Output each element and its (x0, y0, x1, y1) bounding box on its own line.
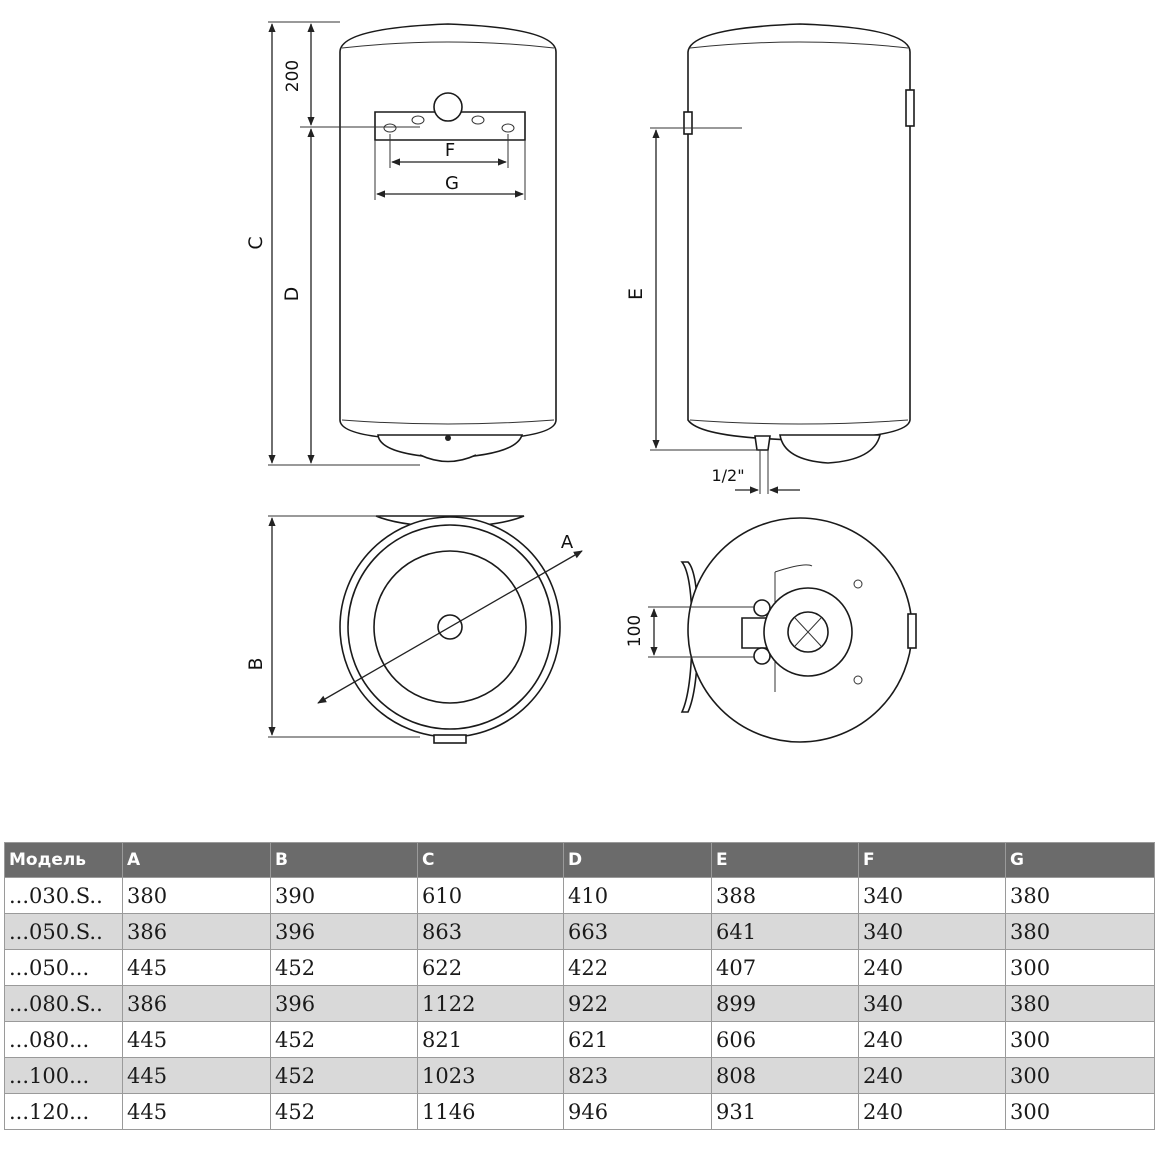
cell-f: 340 (858, 877, 1006, 914)
cell-f: 240 (858, 1021, 1006, 1058)
cell-g: 300 (1005, 1057, 1155, 1094)
cell-e: 899 (711, 985, 859, 1022)
cell-b: 452 (270, 1093, 418, 1130)
cell-model: ...080... (4, 1021, 123, 1058)
cell-f: 340 (858, 985, 1006, 1022)
cell-c: 863 (417, 913, 564, 950)
cell-b: 396 (270, 985, 418, 1022)
cell-d: 410 (563, 877, 712, 914)
label-c: C (245, 236, 267, 249)
cell-g: 300 (1005, 949, 1155, 986)
cell-c: 610 (417, 877, 564, 914)
cell-d: 621 (563, 1021, 712, 1058)
cell-a: 445 (122, 1093, 271, 1130)
label-200: 200 (283, 60, 303, 92)
top-view: A B (245, 515, 583, 744)
cell-a: 445 (122, 1057, 271, 1094)
label-d: D (281, 287, 303, 302)
cell-a: 386 (122, 913, 271, 950)
cell-e: 407 (711, 949, 859, 986)
cell-f: 240 (858, 949, 1006, 986)
cell-e: 388 (711, 877, 859, 914)
label-g: G (445, 173, 459, 194)
cell-c: 821 (417, 1021, 564, 1058)
cell-a: 386 (122, 985, 271, 1022)
cell-f: 240 (858, 1093, 1006, 1130)
header-b: B (270, 842, 418, 878)
side-view: E 1/2" (625, 23, 915, 494)
cell-g: 380 (1005, 913, 1155, 950)
cell-model: ...050.S.. (4, 913, 123, 950)
cell-a: 380 (122, 877, 271, 914)
header-model: Модель (4, 842, 123, 878)
label-e: E (625, 288, 647, 300)
cell-b: 396 (270, 913, 418, 950)
cell-d: 663 (563, 913, 712, 950)
label-a: A (561, 532, 574, 553)
dimensions-table: Модель A B C D E F G ...030.S.. 380 390 … (4, 842, 1155, 1130)
cell-a: 445 (122, 1021, 271, 1058)
cell-c: 1023 (417, 1057, 564, 1094)
cell-b: 390 (270, 877, 418, 914)
cell-f: 240 (858, 1057, 1006, 1094)
cell-model: ...100... (4, 1057, 123, 1094)
cell-d: 823 (563, 1057, 712, 1094)
cell-model: ...080.S.. (4, 985, 123, 1022)
cell-e: 606 (711, 1021, 859, 1058)
cell-g: 300 (1005, 1021, 1155, 1058)
table-row: ...080.S.. 386 396 1122 922 899 340 380 (4, 985, 1155, 1022)
header-a: A (122, 842, 271, 878)
cell-b: 452 (270, 1057, 418, 1094)
table-row: ...030.S.. 380 390 610 410 388 340 380 (4, 877, 1155, 914)
label-100: 100 (625, 615, 645, 647)
cell-f: 340 (858, 913, 1006, 950)
cell-c: 622 (417, 949, 564, 986)
header-e: E (711, 842, 859, 878)
table-row: ...100... 445 452 1023 823 808 240 300 (4, 1057, 1155, 1094)
table-row: ...080... 445 452 821 621 606 240 300 (4, 1021, 1155, 1058)
cell-model: ...030.S.. (4, 877, 123, 914)
cell-b: 452 (270, 949, 418, 986)
cell-c: 1122 (417, 985, 564, 1022)
cell-g: 300 (1005, 1093, 1155, 1130)
label-half-inch: 1/2" (711, 466, 744, 485)
label-f: F (445, 140, 455, 161)
table-header-row: Модель A B C D E F G (4, 842, 1155, 878)
bottom-view: 100 (625, 517, 917, 743)
cell-e: 808 (711, 1057, 859, 1094)
cell-e: 931 (711, 1093, 859, 1130)
cell-model: ...120... (4, 1093, 123, 1130)
table-row: ...050.S.. 386 396 863 663 641 340 380 (4, 913, 1155, 950)
cell-model: ...050... (4, 949, 123, 986)
cell-b: 452 (270, 1021, 418, 1058)
table-row: ...050... 445 452 622 422 407 240 300 (4, 949, 1155, 986)
cell-d: 922 (563, 985, 712, 1022)
header-d: D (563, 842, 712, 878)
header-f: F (858, 842, 1006, 878)
header-g: G (1005, 842, 1155, 878)
front-view: 200 C D F G (245, 21, 557, 466)
cell-a: 445 (122, 949, 271, 986)
label-b: B (245, 657, 267, 670)
table-row: ...120... 445 452 1146 946 931 240 300 (4, 1093, 1155, 1130)
cell-g: 380 (1005, 985, 1155, 1022)
cell-d: 422 (563, 949, 712, 986)
cell-d: 946 (563, 1093, 712, 1130)
cell-c: 1146 (417, 1093, 564, 1130)
cell-g: 380 (1005, 877, 1155, 914)
cell-e: 641 (711, 913, 859, 950)
technical-drawing: 200 C D F G E 1/2" (245, 21, 917, 744)
header-c: C (417, 842, 564, 878)
